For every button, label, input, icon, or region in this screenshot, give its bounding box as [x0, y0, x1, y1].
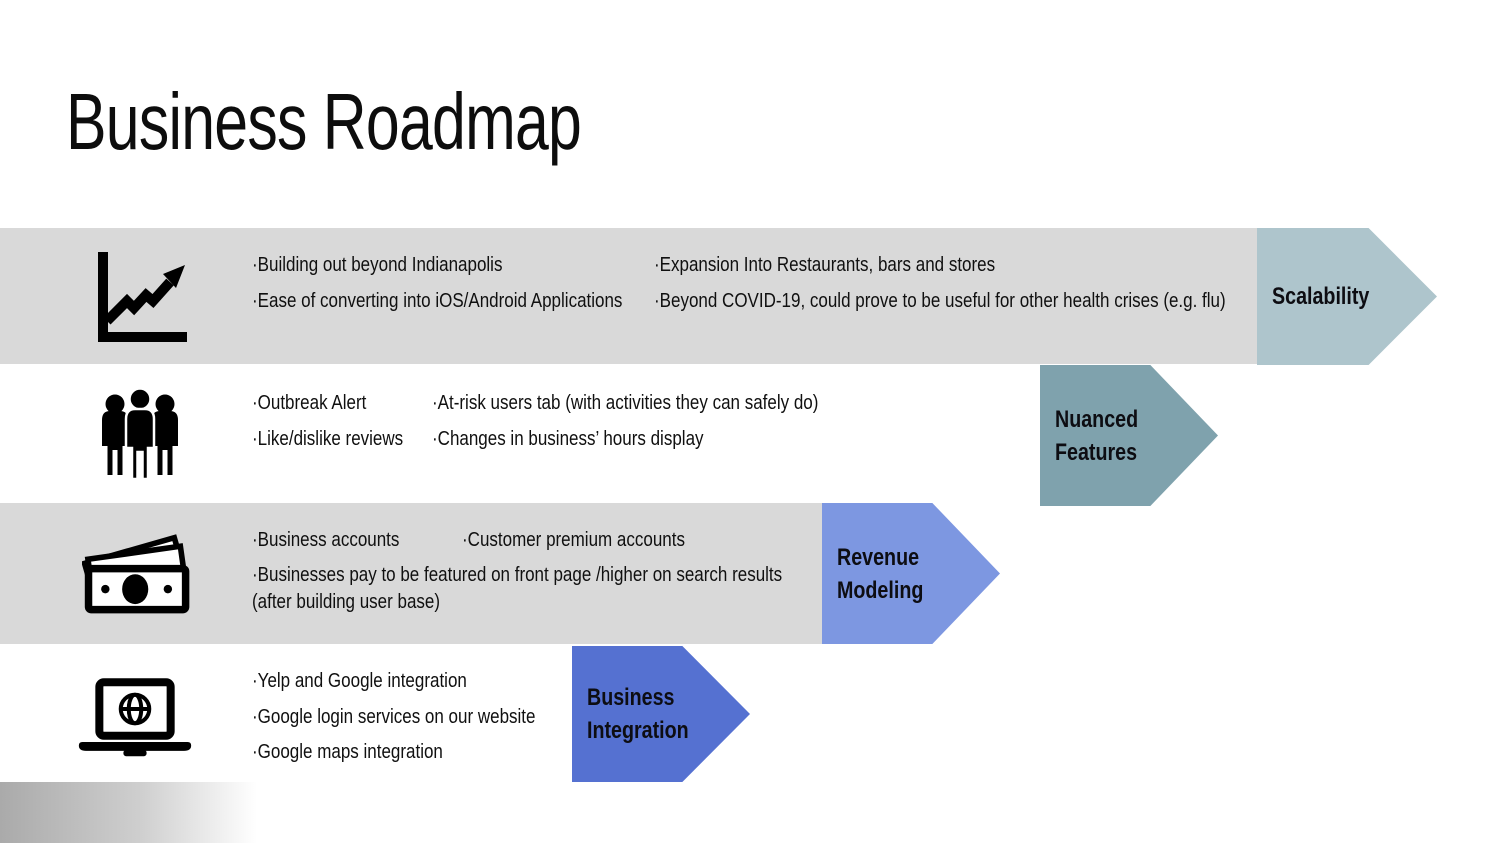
list-item: ·At-risk users tab (with activities they… [432, 392, 819, 414]
list-item: ·Beyond COVID-19, could prove to be usef… [654, 289, 1226, 312]
laptop-globe-icon [74, 676, 196, 758]
list-item: ·Google login services on our website [252, 705, 536, 728]
list-item: ·Like/dislike reviews [252, 427, 404, 450]
bullet-list: ·Businesses pay to be featured on front … [252, 562, 782, 616]
bullet-list: ·Customer premium accounts [462, 523, 685, 559]
list-item: ·Ease of converting into iOS/Android App… [252, 289, 623, 312]
bullet-list: ·At-risk users tab (with activities they… [432, 386, 818, 457]
arrow-nuanced-features: Nuanced Features [1040, 365, 1218, 506]
arrow-label: Business [587, 684, 675, 711]
page-title: Business Roadmap [66, 77, 582, 166]
list-item: ·Google maps integration [252, 741, 443, 763]
arrow-label: Integration [587, 717, 689, 744]
arrow-label: Revenue [837, 543, 920, 571]
list-item: ·Outbreak Alert [252, 392, 367, 414]
people-icon [90, 384, 190, 484]
line-chart-icon [92, 248, 192, 346]
footer-gradient-bar [0, 782, 257, 843]
list-item: ·Businesses pay to be featured on front … [252, 564, 783, 586]
arrow-label: Scalability [1272, 283, 1370, 310]
arrow-label: Features [1055, 438, 1138, 466]
list-item: ·Business accounts [252, 529, 400, 551]
bullet-list: ·Business accounts [252, 523, 399, 559]
arrow-revenue-modeling: Revenue Modeling [822, 503, 1000, 644]
arrow-scalability: Scalability [1257, 228, 1437, 365]
list-item: ·Customer premium accounts [462, 529, 685, 551]
money-icon [82, 524, 194, 616]
arrow-label: Nuanced [1055, 405, 1139, 433]
bullet-list: ·Yelp and Google integration ·Google log… [252, 664, 535, 771]
bullet-list: ·Building out beyond Indianapolis ·Ease … [252, 248, 622, 319]
list-item: ·Expansion Into Restaurants, bars and st… [654, 254, 996, 276]
row-band-scalability [0, 228, 1258, 364]
bullet-list: ·Expansion Into Restaurants, bars and st… [654, 248, 1226, 319]
list-item-wrap: (after building user base) [252, 591, 441, 613]
arrow-label: Modeling [837, 576, 924, 604]
list-item: ·Changes in business’ hours display [432, 427, 704, 450]
list-item: ·Building out beyond Indianapolis [252, 254, 503, 276]
arrow-business-integration: Business Integration [572, 646, 750, 782]
list-item: ·Yelp and Google integration [252, 670, 467, 692]
bullet-list: ·Outbreak Alert ·Like/dislike reviews [252, 386, 403, 457]
